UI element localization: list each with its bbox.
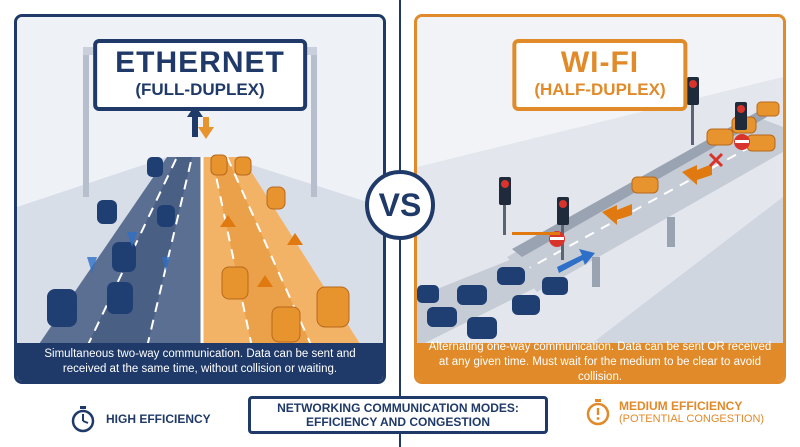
traffic-light-icon xyxy=(735,102,747,130)
outbound-cars xyxy=(47,157,175,327)
main-title: NETWORKING COMMUNICATION MODES: EFFICIEN… xyxy=(248,396,548,434)
wifi-sign: WI-FI (HALF-DUPLEX) xyxy=(512,39,688,111)
footer-left: HIGH EFFICIENCY xyxy=(70,405,211,433)
ethernet-title: ETHERNET xyxy=(115,46,285,79)
wifi-subtitle: (HALF-DUPLEX) xyxy=(534,80,666,99)
ethernet-sign: ETHERNET (FULL-DUPLEX) xyxy=(93,39,307,111)
stop-sign-icon xyxy=(734,134,750,150)
traffic-light-icon xyxy=(499,177,511,235)
main-title-line1: NETWORKING COMMUNICATION MODES: xyxy=(277,401,519,415)
medium-efficiency-label: MEDIUM EFFICIENCY xyxy=(619,399,743,413)
ethernet-subtitle: (FULL-DUPLEX) xyxy=(135,80,265,99)
vs-badge: VS xyxy=(365,170,435,240)
wifi-caption: Alternating one-way communication. Data … xyxy=(417,341,783,381)
ethernet-panel: ETHERNET (FULL-DUPLEX) Simultaneous two-… xyxy=(14,14,386,384)
high-efficiency-label: HIGH EFFICIENCY xyxy=(106,412,211,426)
x-mark-icon xyxy=(708,152,724,168)
footer-right: MEDIUM EFFICIENCY (POTENTIAL CONGESTION) xyxy=(585,398,764,426)
bidirectional-arrow-icon xyxy=(187,105,214,139)
inbound-cars xyxy=(210,154,350,343)
potential-congestion-label: (POTENTIAL CONGESTION) xyxy=(619,413,765,425)
wifi-bridge-illustration xyxy=(417,17,783,347)
wifi-title: WI-FI xyxy=(560,46,640,79)
wifi-panel: WI-FI (HALF-DUPLEX) Alternating one-way … xyxy=(414,14,786,384)
queued-cars xyxy=(417,267,568,339)
ethernet-caption: Simultaneous two-way communication. Data… xyxy=(17,343,383,381)
warning-stopwatch-icon xyxy=(586,399,610,426)
main-title-line2: EFFICIENCY AND CONGESTION xyxy=(305,415,490,429)
stopwatch-icon xyxy=(71,406,95,433)
traffic-light-icon xyxy=(687,77,699,145)
